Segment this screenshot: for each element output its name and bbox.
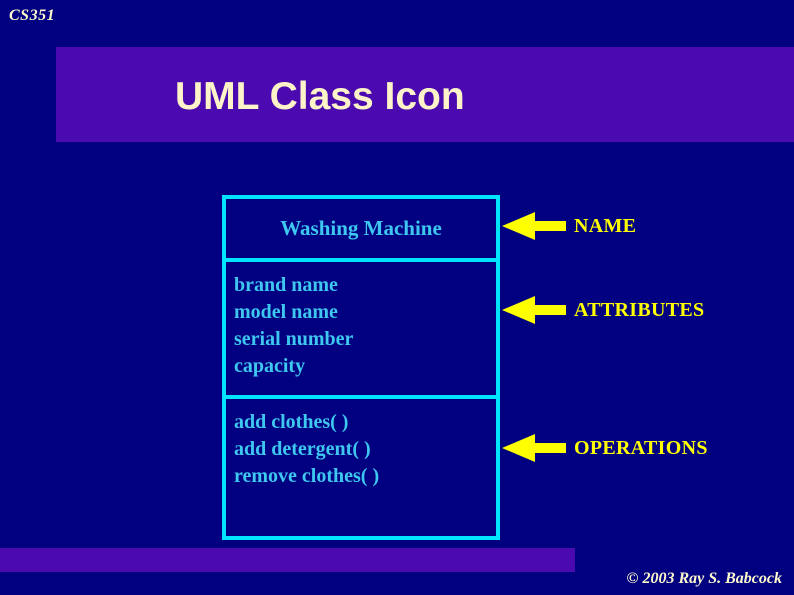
callout-name: NAME (502, 211, 636, 241)
class-operations-compartment: add clothes( ) add detergent( ) remove c… (226, 399, 496, 536)
operation-item: add detergent( ) (234, 438, 371, 460)
course-code-label: CS351 (9, 7, 56, 24)
slide-title: UML Class Icon (175, 75, 465, 118)
attribute-item: model name (234, 301, 338, 323)
left-arrow-icon (502, 296, 566, 324)
bottom-accent-bar (0, 548, 575, 572)
callout-label-operations: OPERATIONS (574, 436, 708, 459)
left-arrow-icon (502, 212, 566, 240)
attribute-item: serial number (234, 328, 354, 350)
attribute-item: brand name (234, 274, 338, 296)
callout-operations: OPERATIONS (502, 433, 708, 463)
title-banner (56, 47, 794, 142)
class-name-compartment: Washing Machine (226, 199, 496, 262)
copyright-notice: © 2003 Ray S. Babcock (626, 570, 783, 587)
callout-label-attributes: ATTRIBUTES (574, 298, 705, 321)
class-attributes-compartment: brand name model name serial number capa… (226, 262, 496, 399)
callout-label-name: NAME (574, 214, 637, 237)
uml-class-box: Washing Machine brand name model name se… (222, 195, 500, 540)
attribute-item: capacity (234, 355, 306, 377)
left-arrow-icon (502, 434, 566, 462)
operation-item: add clothes( ) (234, 411, 349, 433)
class-name-text: Washing Machine (280, 216, 442, 240)
operation-item: remove clothes( ) (234, 465, 380, 487)
callout-attributes: ATTRIBUTES (502, 295, 704, 325)
